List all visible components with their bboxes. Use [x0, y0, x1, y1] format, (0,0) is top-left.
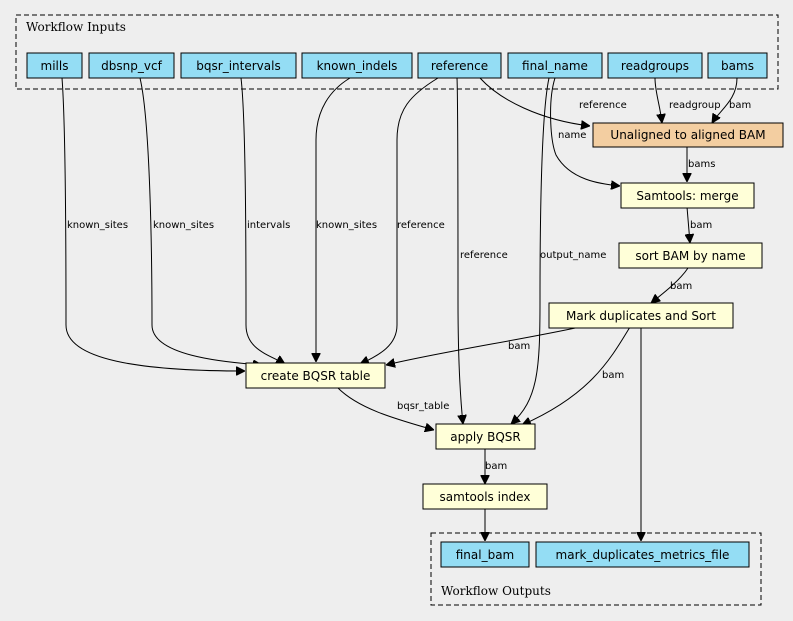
- output-node-metrics[interactable]: mark_duplicates_metrics_file: [535, 541, 750, 568]
- output-nodes: final_bam mark_duplicates_metrics_file: [440, 541, 750, 568]
- edge-label-ref-table: reference: [397, 220, 445, 231]
- input-node-dbsnp-vcf[interactable]: dbsnp_vcf: [88, 52, 175, 79]
- input-node-bqsr-intervals[interactable]: bqsr_intervals: [180, 52, 297, 79]
- edges: [61, 77, 738, 541]
- workflow-outputs-title: Workflow Outputs: [441, 584, 551, 598]
- edge-label-bqsr-table: bqsr_table: [397, 401, 449, 412]
- edge-dbsnp-bqsr-table: [139, 77, 262, 365]
- edge-sort-markdup: [651, 267, 689, 303]
- output-node-final-bam[interactable]: final_bam: [440, 541, 530, 568]
- step-label-unaligned-to-aligned: Unaligned to aligned BAM: [610, 128, 765, 142]
- input-label-dbsnp-vcf: dbsnp_vcf: [101, 59, 162, 73]
- input-label-bqsr-intervals: bqsr_intervals: [196, 59, 280, 73]
- step-node-create-bqsr-table[interactable]: create BQSR table: [245, 362, 386, 389]
- edge-label-name: name: [558, 130, 586, 141]
- edge-reference-unaligned: [479, 77, 590, 126]
- edge-label-markdup-table: bam: [508, 341, 530, 352]
- output-label-final-bam: final_bam: [456, 548, 515, 562]
- workflow-inputs-title: Workflow Inputs: [26, 20, 126, 34]
- edge-label-sort-bam: bam: [670, 281, 692, 292]
- input-node-reference[interactable]: reference: [417, 52, 502, 79]
- edge-label-ref-unaligned: reference: [579, 100, 627, 111]
- edge-label-markdup-apply: bam: [602, 370, 624, 381]
- edge-bams-unaligned: [712, 77, 738, 123]
- edge-label-dbsnp: known_sites: [153, 220, 214, 231]
- step-label-mark-duplicates: Mark duplicates and Sort: [566, 309, 716, 323]
- edge-final-name-apply-bqsr: [511, 77, 550, 424]
- edge-label-mills: known_sites: [67, 220, 128, 231]
- input-label-mills: mills: [41, 59, 69, 73]
- step-label-samtools-merge: Samtools: merge: [636, 189, 738, 203]
- input-node-known-indels[interactable]: known_indels: [301, 52, 413, 79]
- workflow-inputs-cluster: Workflow Inputs: [15, 14, 779, 90]
- edge-label-intervals: intervals: [247, 220, 290, 231]
- edge-markdup-apply-bqsr: [522, 326, 631, 425]
- edge-label-merge-bam: bam: [690, 220, 712, 231]
- input-nodes: mills dbsnp_vcf bqsr_intervals known_ind…: [26, 52, 768, 79]
- step-label-samtools-index: samtools index: [440, 490, 531, 504]
- step-node-samtools-merge[interactable]: Samtools: merge: [620, 182, 755, 209]
- input-node-bams[interactable]: bams: [707, 52, 768, 79]
- input-label-reference: reference: [431, 59, 488, 73]
- edge-label-indels: known_sites: [316, 220, 377, 231]
- edge-intervals-bqsr-table: [240, 77, 285, 364]
- edge-final-name-merge: [550, 77, 620, 186]
- step-nodes: Unaligned to aligned BAM Samtools: merge…: [245, 122, 784, 510]
- edge-readgroups-unaligned: [654, 77, 662, 123]
- input-node-mills[interactable]: mills: [26, 52, 83, 79]
- edge-label-bams: bams: [688, 159, 715, 170]
- input-node-readgroups[interactable]: readgroups: [607, 52, 703, 79]
- step-node-samtools-index[interactable]: samtools index: [422, 483, 548, 510]
- edge-reference-apply-bqsr: [456, 77, 463, 424]
- step-node-apply-bqsr[interactable]: apply BQSR: [435, 423, 536, 450]
- edge-mills-bqsr-table: [61, 77, 245, 371]
- edge-labels: known_sites known_sites intervals known_…: [67, 100, 751, 472]
- edge-label-apply-bam: bam: [485, 461, 507, 472]
- input-label-readgroups: readgroups: [621, 59, 689, 73]
- workflow-outputs-cluster: Workflow Outputs: [430, 532, 762, 606]
- edge-merge-sort: [687, 206, 690, 243]
- edge-label-output-name: output_name: [540, 250, 606, 261]
- edge-reference-bqsr-table: [360, 77, 439, 364]
- edge-label-bam-unaligned: bam: [729, 100, 751, 111]
- edge-markdup-bqsr-table: [386, 326, 581, 365]
- output-label-metrics: mark_duplicates_metrics_file: [556, 548, 730, 562]
- edge-label-readgroup: readgroup: [669, 100, 721, 111]
- step-label-create-bqsr-table: create BQSR table: [261, 369, 371, 383]
- input-label-final-name: final_name: [522, 59, 588, 73]
- step-node-mark-duplicates[interactable]: Mark duplicates and Sort: [548, 302, 734, 329]
- input-label-known-indels: known_indels: [317, 59, 398, 73]
- edge-label-ref-apply: reference: [460, 250, 508, 261]
- step-label-sort-bam: sort BAM by name: [635, 249, 745, 263]
- step-node-sort-bam[interactable]: sort BAM by name: [618, 242, 763, 269]
- step-node-unaligned-to-aligned[interactable]: Unaligned to aligned BAM: [592, 122, 784, 148]
- edge-indels-bqsr-table: [316, 77, 351, 362]
- input-label-bams: bams: [721, 59, 754, 73]
- input-node-final-name[interactable]: final_name: [507, 52, 603, 79]
- step-label-apply-bqsr: apply BQSR: [450, 430, 520, 444]
- edge-bqsr-table-apply: [337, 387, 434, 430]
